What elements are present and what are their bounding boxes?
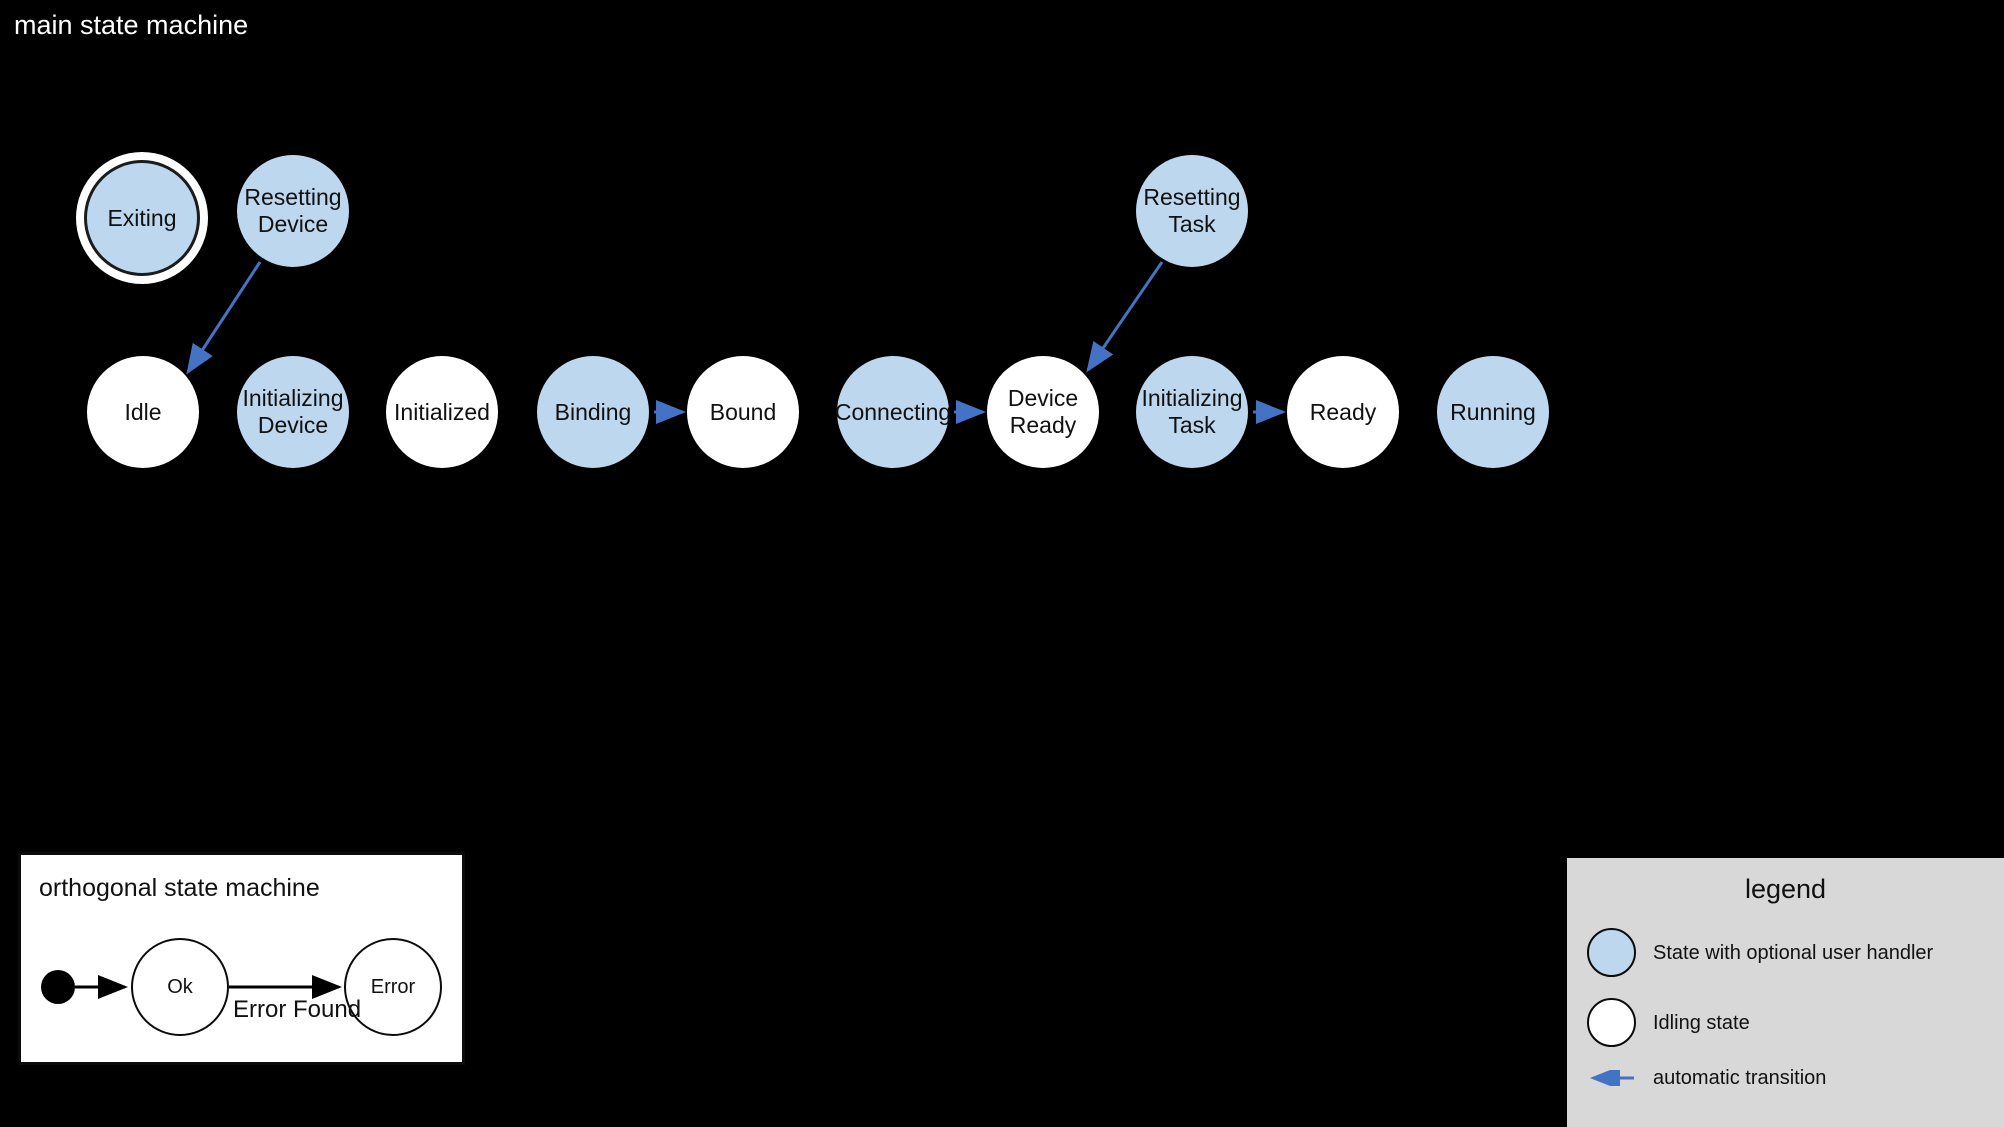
orthogonal-panel-title: orthogonal state machine	[39, 874, 320, 902]
legend-panel: legend State with optional user handler …	[1567, 858, 2004, 1127]
legend-title: legend	[1744, 874, 1827, 904]
legend-label-idling-state: Idling state	[1653, 1011, 1750, 1034]
ortho-state-node-error[interactable]: Error	[344, 938, 442, 1036]
left-arrow-icon	[1587, 1067, 1636, 1089]
state-label-binding: Binding	[554, 398, 632, 425]
orthogonal-transition-layer	[75, 975, 342, 999]
state-label-ready: Ready	[1309, 398, 1377, 425]
blue-circle-icon	[1587, 928, 1636, 977]
state-node-running[interactable]: Running	[1437, 356, 1549, 468]
ortho-state-node-ok[interactable]: Ok	[131, 938, 229, 1036]
state-node-connecting[interactable]: Connecting	[834, 356, 952, 468]
state-node-bound[interactable]: Bound	[687, 356, 799, 468]
state-label-running: Running	[1450, 398, 1536, 425]
legend-item-idling-state: Idling state	[1587, 998, 1750, 1047]
state-node-exiting[interactable]: Exiting	[84, 160, 200, 276]
legend-label-handler-state: State with optional user handler	[1653, 941, 1934, 964]
orthogonal-state-machine-panel: orthogonal state machine Ok Error Error …	[18, 852, 465, 1065]
state-node-binding[interactable]: Binding	[537, 356, 649, 468]
white-circle-icon	[1587, 998, 1636, 1047]
state-node-initialized[interactable]: Initialized	[386, 356, 498, 468]
state-label-bound: Bound	[709, 398, 777, 425]
state-label-connecting: Connecting	[834, 398, 952, 425]
ortho-state-label-ok: Ok	[167, 975, 193, 998]
state-label-initialized: Initialized	[394, 398, 490, 425]
legend-item-automatic-transition: automatic transition	[1587, 1066, 1826, 1090]
initial-state-dot-icon	[41, 970, 75, 1004]
page-title: main state machine	[14, 10, 249, 40]
ortho-state-label-error: Error	[370, 975, 416, 998]
state-label-exiting: Exiting	[107, 204, 177, 231]
legend-item-handler-state: State with optional user handler	[1587, 928, 1933, 977]
legend-label-automatic-transition: automatic transition	[1653, 1067, 1827, 1089]
ortho-transition-label-error-found: Error Found	[233, 996, 362, 1023]
state-node-idle[interactable]: Idle	[87, 356, 199, 468]
transition-resetting-device-to-idle	[186, 261, 262, 375]
state-node-ready[interactable]: Ready	[1287, 356, 1399, 468]
state-label-idle: Idle	[124, 398, 162, 425]
transition-resetting-task-to-device-ready	[1086, 261, 1164, 373]
